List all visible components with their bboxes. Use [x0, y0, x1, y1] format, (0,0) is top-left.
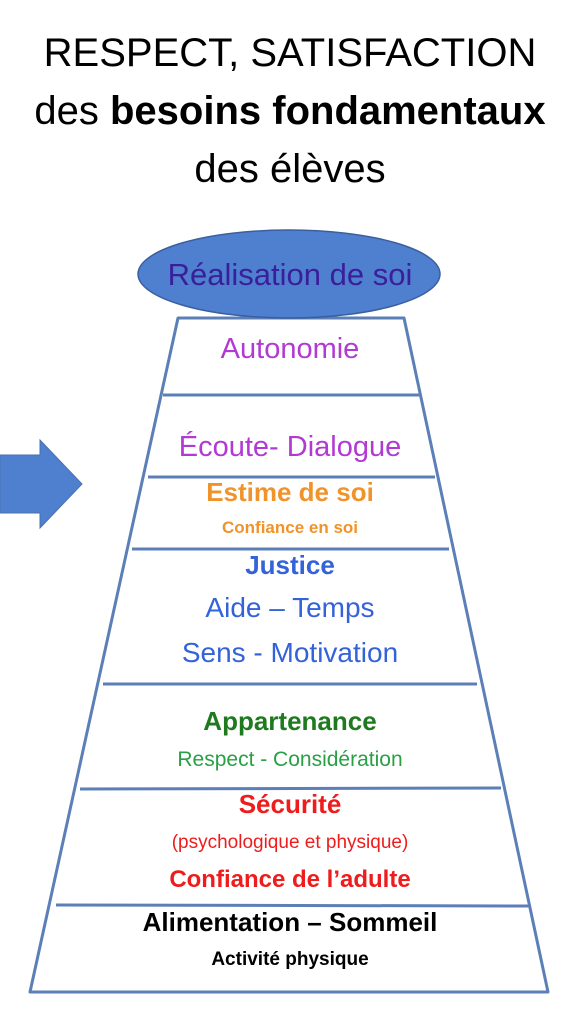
pyramid-divider-5 [79, 786, 502, 791]
title-line-2-bold: besoins fondamentaux [109, 89, 546, 133]
pyramid-divider-6 [55, 903, 531, 908]
ecoute-dialogue-label: Écoute- Dialogue [178, 431, 402, 463]
securite-label: Sécurité [238, 789, 342, 819]
justice-label: Justice [245, 550, 335, 580]
title-line-3: des élèves [194, 147, 386, 191]
top-ellipse [137, 229, 441, 319]
activite-physique-label: Activité physique [211, 949, 369, 970]
sens-motivation-label: Sens - Motivation [181, 637, 399, 668]
estime-de-soi-label: Estime de soi [206, 477, 374, 507]
title-line-2: des besoins fondamentaux [0, 91, 580, 131]
appartenance-label: Appartenance [203, 706, 377, 736]
title-line-2-prefix: des [34, 89, 110, 133]
confiance-adulte-label: Confiance de l’adulte [169, 866, 411, 893]
alimentation-sommeil-label: Alimentation – Sommeil [142, 907, 438, 937]
respect-consideration-label: Respect - Considération [177, 748, 403, 771]
title-line-1: RESPECT, SATISFACTION [43, 31, 537, 75]
confiance-en-soi-label: Confiance en soi [221, 518, 359, 537]
pyramid-outline [28, 316, 550, 994]
pyramid-top-label: Réalisation de soi [167, 257, 413, 292]
psychologique-physique-label: (psychologique et physique) [171, 832, 409, 853]
arrow-icon [0, 438, 83, 530]
aide-temps-label: Aide – Temps [205, 592, 375, 623]
autonomie-label: Autonomie [220, 333, 360, 365]
